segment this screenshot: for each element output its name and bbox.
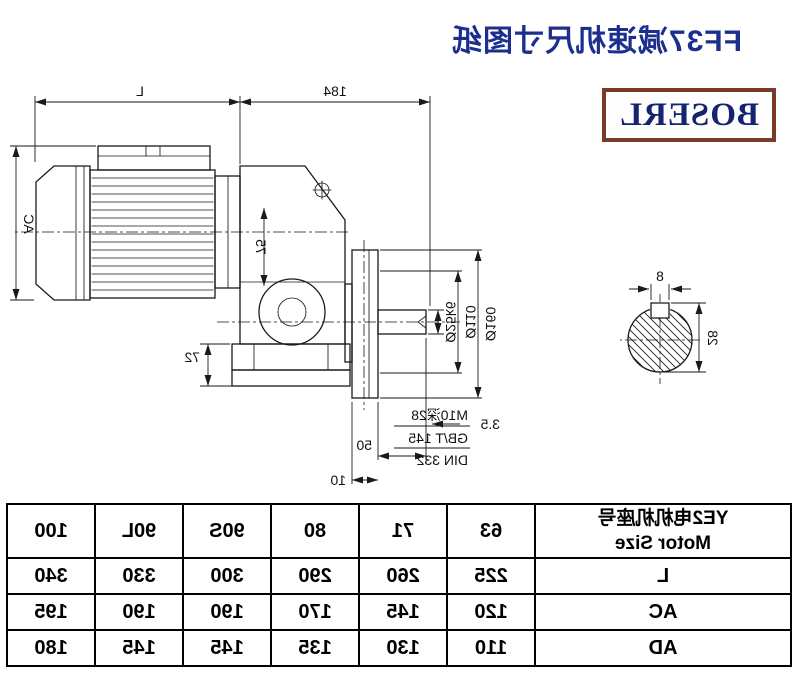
- keyway: [650, 302, 670, 319]
- shaft-key-section: [627, 302, 693, 373]
- note-gbt-145: GB/T 145: [408, 430, 468, 446]
- table-header-line2: Motor Size: [614, 533, 712, 554]
- dim-label-50: 50: [356, 437, 372, 453]
- table-cell: 190: [95, 594, 183, 630]
- table-col-header: 80: [271, 504, 359, 558]
- gearbox-view: [231, 165, 351, 387]
- dim-label-dia160: Ø160: [483, 307, 499, 341]
- motor-view: [35, 145, 241, 301]
- output-flange-view: [344, 249, 427, 399]
- dim-label-75: 75: [253, 239, 269, 255]
- table-cell: 170: [271, 594, 359, 630]
- table-row-label: AC: [535, 594, 791, 630]
- table-col-header: 63: [447, 504, 535, 558]
- dimension-table: YE2电机机座号 Motor Size 63 71 80 90S 90L 100…: [6, 503, 792, 667]
- table-header-motor-size: YE2电机机座号 Motor Size: [535, 504, 791, 558]
- note-center-hole: M10深28: [411, 407, 468, 423]
- dim-label-AC: AC: [21, 214, 37, 233]
- table-cell: 300: [183, 558, 271, 594]
- table-cell: 225: [447, 558, 535, 594]
- centerlines: [12, 231, 700, 410]
- table-row: AD 110 130 135 145 145 180: [7, 630, 791, 666]
- table-cell: 135: [271, 630, 359, 666]
- table-cell: 120: [447, 594, 535, 630]
- dim-label-72: 72: [184, 349, 200, 365]
- table-cell: 195: [7, 594, 95, 630]
- table-row: L 225 260 290 300 330 340: [7, 558, 791, 594]
- dim-label-key-width: 8: [656, 268, 664, 284]
- dim-label-3-5: 3.5: [480, 416, 500, 432]
- table-cell: 180: [7, 630, 95, 666]
- table-col-header: 90L: [95, 504, 183, 558]
- table-cell: 130: [359, 630, 447, 666]
- dim-label-key-height: 28: [705, 330, 721, 346]
- table-cell: 340: [7, 558, 95, 594]
- table-cell: 290: [271, 558, 359, 594]
- table-cell: 330: [95, 558, 183, 594]
- table-cell: 145: [95, 630, 183, 666]
- table-row-label: AD: [535, 630, 791, 666]
- mounting-foot: [231, 343, 351, 371]
- table-col-header: 71: [359, 504, 447, 558]
- dim-label-10: 10: [330, 472, 346, 488]
- table-header-line1: YE2电机机座号: [597, 508, 729, 529]
- table-cell: 145: [183, 630, 271, 666]
- terminal-box: [97, 145, 211, 171]
- table-cell: 260: [359, 558, 447, 594]
- gearmotor-dimension-drawing: L 184 AC Ø160 Ø110 Ø25k6 75 72 50 10 3.5…: [10, 83, 721, 488]
- dim-label-L: L: [136, 83, 144, 99]
- dim-label-184: 184: [323, 83, 347, 99]
- dim-label-dia25k6: Ø25k6: [443, 301, 459, 342]
- output-shaft: [377, 309, 427, 335]
- table-cell: 190: [183, 594, 271, 630]
- dimension-lines: [10, 96, 706, 484]
- table-cell: 110: [447, 630, 535, 666]
- note-din-332: DIN 332: [416, 452, 468, 468]
- table-col-header: 100: [7, 504, 95, 558]
- dim-label-dia110: Ø110: [463, 305, 479, 338]
- table-row-label: L: [535, 558, 791, 594]
- table-col-header: 90S: [183, 504, 271, 558]
- table-cell: 145: [359, 594, 447, 630]
- table-row: AC 120 145 170 190 190 195: [7, 594, 791, 630]
